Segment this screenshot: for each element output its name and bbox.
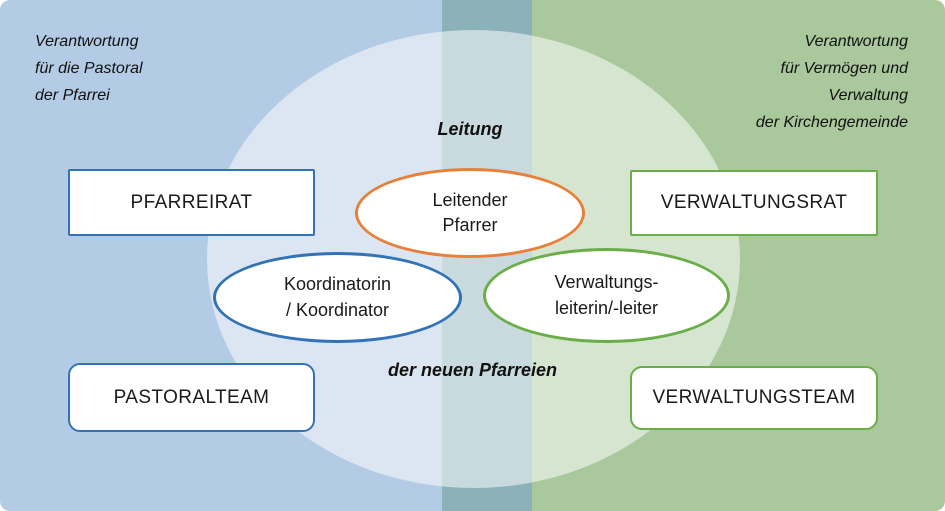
box-verwaltungsrat-label: VERWALTUNGSRAT — [660, 192, 848, 213]
ellipse-leitender-pfarrer-line: Pfarrer — [442, 215, 498, 235]
ellipse-verwaltungsleiter-line: Verwaltungs- — [554, 272, 659, 293]
box-pastoralteam: PASTORALTEAM — [68, 363, 315, 432]
ellipse-koordinator-line: / Koordinator — [285, 299, 390, 320]
box-verwaltungsteam: VERWALTUNGSTEAM — [630, 366, 878, 430]
right-note-line: der Kirchengemeinde — [755, 114, 908, 131]
right-note-line: Verwaltung — [828, 87, 908, 104]
right-note-line: Verantwortung — [804, 33, 908, 50]
neue-pfarreien-label: der neuen Pfarreien — [387, 360, 558, 380]
box-pfarreirat-label: PFARREIRAT — [130, 191, 253, 213]
box-verwaltungsrat: VERWALTUNGSRAT — [630, 170, 878, 236]
left-note-line: der Pfarrei — [35, 87, 110, 104]
leitung-label: Leitung — [437, 119, 503, 139]
ellipse-koordinator-line: Koordinatorin — [283, 274, 392, 295]
left-note-line: Verantwortung — [35, 33, 139, 50]
right-note: Verantwortung für Vermögen und Verwaltun… — [756, 28, 908, 136]
box-pastoralteam-label: PASTORALTEAM — [113, 386, 270, 408]
left-note: Verantwortung für die Pastoral der Pfarr… — [35, 28, 143, 109]
ellipse-leitender-pfarrer-line: Leitender — [432, 189, 508, 210]
ellipse-verwaltungsleiter: Verwaltungs- leiterin/-leiter — [483, 248, 730, 343]
ellipse-verwaltungsleiter-line: leiterin/-leiter — [554, 297, 659, 318]
box-pfarreirat: PFARREIRAT — [68, 169, 315, 236]
ellipse-koordinator: Koordinatorin / Koordinator — [213, 252, 462, 343]
ellipse-leitender-pfarrer: Leitender Pfarrer — [355, 168, 585, 258]
box-verwaltungsteam-label: VERWALTUNGSTEAM — [652, 387, 856, 408]
right-note-line: für Vermögen und — [780, 60, 908, 77]
left-note-line: für die Pastoral — [35, 60, 143, 77]
